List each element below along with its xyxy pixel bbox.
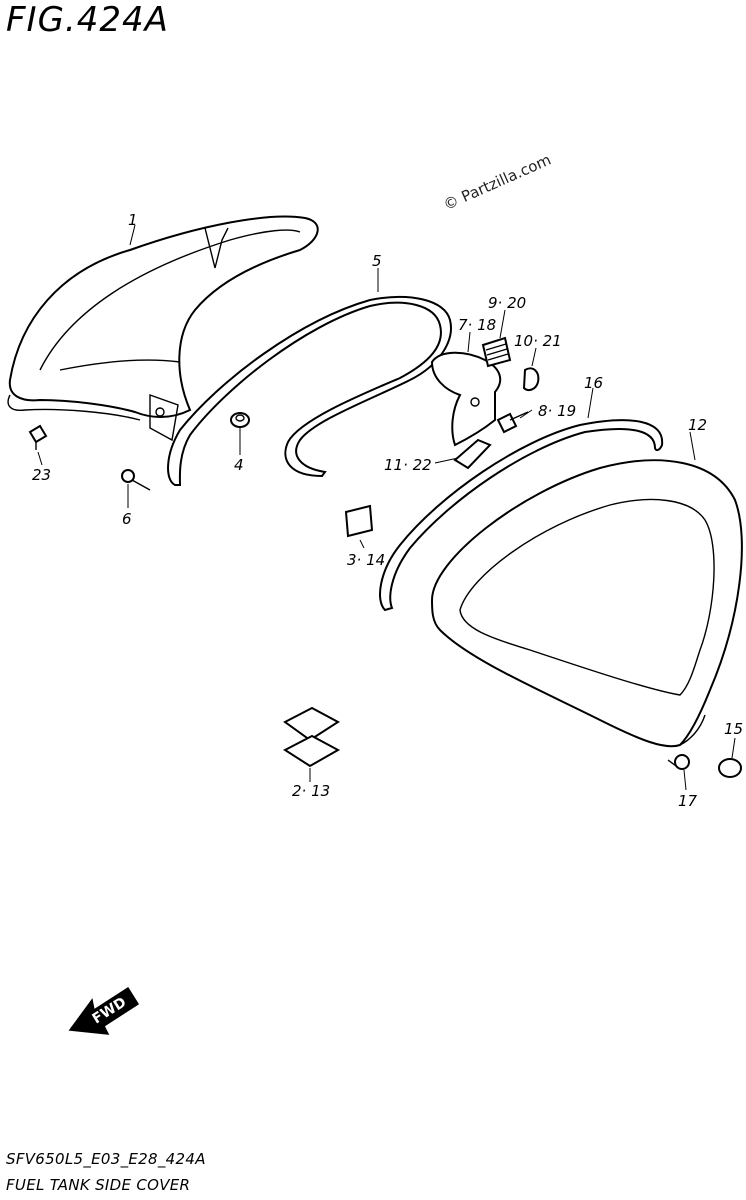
figure-name: FUEL TANK SIDE COVER bbox=[6, 1176, 191, 1194]
callout-11-22: 11· 22 bbox=[384, 456, 432, 474]
part-15-grommet bbox=[718, 758, 742, 778]
callout-1: 1 bbox=[128, 211, 138, 229]
callout-8-19: 8· 19 bbox=[538, 402, 576, 420]
callout-2-13: 2· 13 bbox=[292, 782, 330, 800]
callout-16: 16 bbox=[584, 374, 603, 392]
part-17-bolt bbox=[667, 754, 690, 770]
callout-5: 5 bbox=[372, 252, 382, 270]
part-11-pad bbox=[453, 438, 492, 470]
callout-3-14: 3· 14 bbox=[347, 551, 385, 569]
part-3-sticker bbox=[344, 504, 374, 538]
figure-title: FIG.424A bbox=[6, 0, 169, 40]
part-10-cushion bbox=[522, 367, 540, 391]
part-1-left-side-cover bbox=[7, 215, 319, 442]
part-23-clip bbox=[28, 424, 48, 450]
part-16-right-trim-seal bbox=[379, 419, 664, 612]
callout-6: 6 bbox=[122, 510, 132, 528]
part-5-left-trim-seal bbox=[167, 296, 452, 486]
part-7-bracket bbox=[430, 351, 502, 447]
callout-9-20: 9· 20 bbox=[488, 294, 526, 312]
fwd-arrow-icon: FWD bbox=[68, 986, 140, 1035]
part-4-grommet bbox=[230, 412, 250, 428]
part-9-label-plate bbox=[481, 336, 512, 368]
figure-code: SFV650L5_E03_E28_424A bbox=[6, 1150, 206, 1168]
callout-10-21: 10· 21 bbox=[514, 332, 562, 350]
callout-23: 23 bbox=[32, 466, 51, 484]
part-2-emblem bbox=[283, 706, 341, 768]
callout-7-18: 7· 18 bbox=[458, 316, 496, 334]
part-6-bolt bbox=[121, 469, 151, 491]
callout-15: 15 bbox=[724, 720, 743, 738]
callout-12: 12 bbox=[688, 416, 707, 434]
callout-17: 17 bbox=[678, 792, 698, 810]
leader-lines bbox=[37, 224, 736, 791]
part-8-screw bbox=[496, 411, 529, 434]
part-12-right-side-cover bbox=[430, 459, 743, 748]
callout-4: 4 bbox=[234, 456, 244, 474]
